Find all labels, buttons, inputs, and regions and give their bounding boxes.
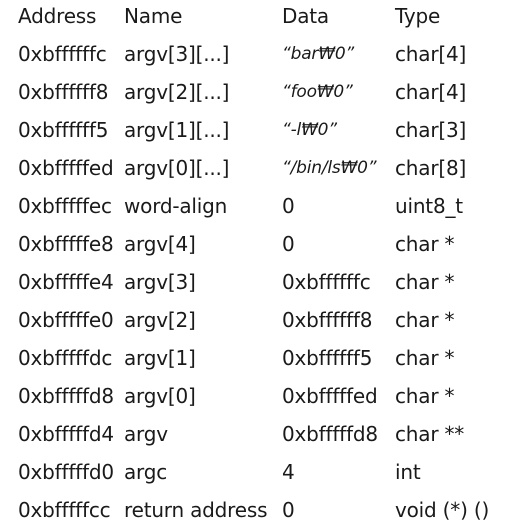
cell-data: 4 <box>282 460 295 484</box>
table-row: 0xbfffffe8 argv[4] 0 char * <box>18 225 505 263</box>
cell-type: char[3] <box>395 118 467 142</box>
cell-type: char[8] <box>395 156 467 180</box>
stack-layout-table: Address Name Data Type 0xbffffffc argv[3… <box>18 0 505 529</box>
cell-data: 0xbfffffd8 <box>282 422 378 446</box>
cell-name: argv[0] <box>124 384 196 408</box>
table-row: 0xbfffffd4 argv 0xbfffffd8 char ** <box>18 415 505 453</box>
table-row: 0xbfffffe0 argv[2] 0xbffffff8 char * <box>18 301 505 339</box>
cell-address: 0xbfffffe8 <box>18 232 114 256</box>
cell-type: char * <box>395 346 455 370</box>
header-address: Address <box>18 4 97 28</box>
cell-address: 0xbfffffe4 <box>18 270 114 294</box>
cell-address: 0xbfffffdc <box>18 346 113 370</box>
cell-type: char[4] <box>395 80 467 104</box>
cell-name: argv[2][...] <box>124 80 230 104</box>
cell-name: word-align <box>124 194 228 218</box>
cell-name: argv[1][...] <box>124 118 230 142</box>
cell-address: 0xbffffff8 <box>18 80 109 104</box>
table-row: 0xbfffffec word-align 0 uint8_t <box>18 187 505 225</box>
cell-type: int <box>395 460 421 484</box>
cell-type: void (*) () <box>395 498 490 522</box>
table-row: 0xbffffff8 argv[2][...] “foo₩0” char[4] <box>18 73 505 111</box>
table-row: 0xbffffffc argv[3][...] “bar₩0” char[4] <box>18 35 505 73</box>
table-row: 0xbffffff5 argv[1][...] “-l₩0” char[3] <box>18 111 505 149</box>
cell-name: argv[3][...] <box>124 42 230 66</box>
cell-name: argv[3] <box>124 270 196 294</box>
cell-address: 0xbfffffd8 <box>18 384 114 408</box>
cell-name: argv[0][...] <box>124 156 230 180</box>
table-row: 0xbfffffd0 argc 4 int <box>18 453 505 491</box>
cell-name: argc <box>124 460 168 484</box>
cell-data: “bar₩0” <box>282 44 355 64</box>
cell-type: char[4] <box>395 42 467 66</box>
table-row: 0xbfffffdc argv[1] 0xbffffff5 char * <box>18 339 505 377</box>
cell-address: 0xbffffffc <box>18 42 107 66</box>
cell-data: “foo₩0” <box>282 82 353 102</box>
cell-type: char * <box>395 308 455 332</box>
cell-data: 0xbffffff8 <box>282 308 373 332</box>
cell-address: 0xbfffffd0 <box>18 460 114 484</box>
table-row: 0xbfffffed argv[0][...] “/bin/ls₩0” char… <box>18 149 505 187</box>
cell-type: char * <box>395 270 455 294</box>
cell-name: argv <box>124 422 168 446</box>
table-header-row: Address Name Data Type <box>18 0 505 35</box>
table-row: 0xbfffffcc return address 0 void (*) () <box>18 491 505 529</box>
cell-data: “-l₩0” <box>282 120 337 140</box>
cell-data: 0xbfffffed <box>282 384 378 408</box>
table-row: 0xbfffffd8 argv[0] 0xbfffffed char * <box>18 377 505 415</box>
cell-name: argv[2] <box>124 308 196 332</box>
cell-type: char * <box>395 384 455 408</box>
cell-data: 0 <box>282 232 295 256</box>
header-data: Data <box>282 4 329 28</box>
cell-address: 0xbfffffcc <box>18 498 111 522</box>
cell-address: 0xbfffffed <box>18 156 114 180</box>
cell-name: argv[1] <box>124 346 196 370</box>
cell-data: 0 <box>282 194 295 218</box>
header-type: Type <box>395 4 441 28</box>
cell-data: 0xbffffffc <box>282 270 371 294</box>
table-row: 0xbfffffe4 argv[3] 0xbffffffc char * <box>18 263 505 301</box>
cell-name: argv[4] <box>124 232 196 256</box>
cell-type: uint8_t <box>395 194 463 218</box>
cell-address: 0xbffffff5 <box>18 118 109 142</box>
cell-data: 0xbffffff5 <box>282 346 373 370</box>
cell-address: 0xbfffffd4 <box>18 422 114 446</box>
cell-name: return address <box>124 498 268 522</box>
cell-address: 0xbfffffec <box>18 194 112 218</box>
cell-data: “/bin/ls₩0” <box>282 158 377 178</box>
cell-data: 0 <box>282 498 295 522</box>
header-name: Name <box>124 4 183 28</box>
cell-type: char * <box>395 232 455 256</box>
cell-type: char ** <box>395 422 465 446</box>
cell-address: 0xbfffffe0 <box>18 308 114 332</box>
